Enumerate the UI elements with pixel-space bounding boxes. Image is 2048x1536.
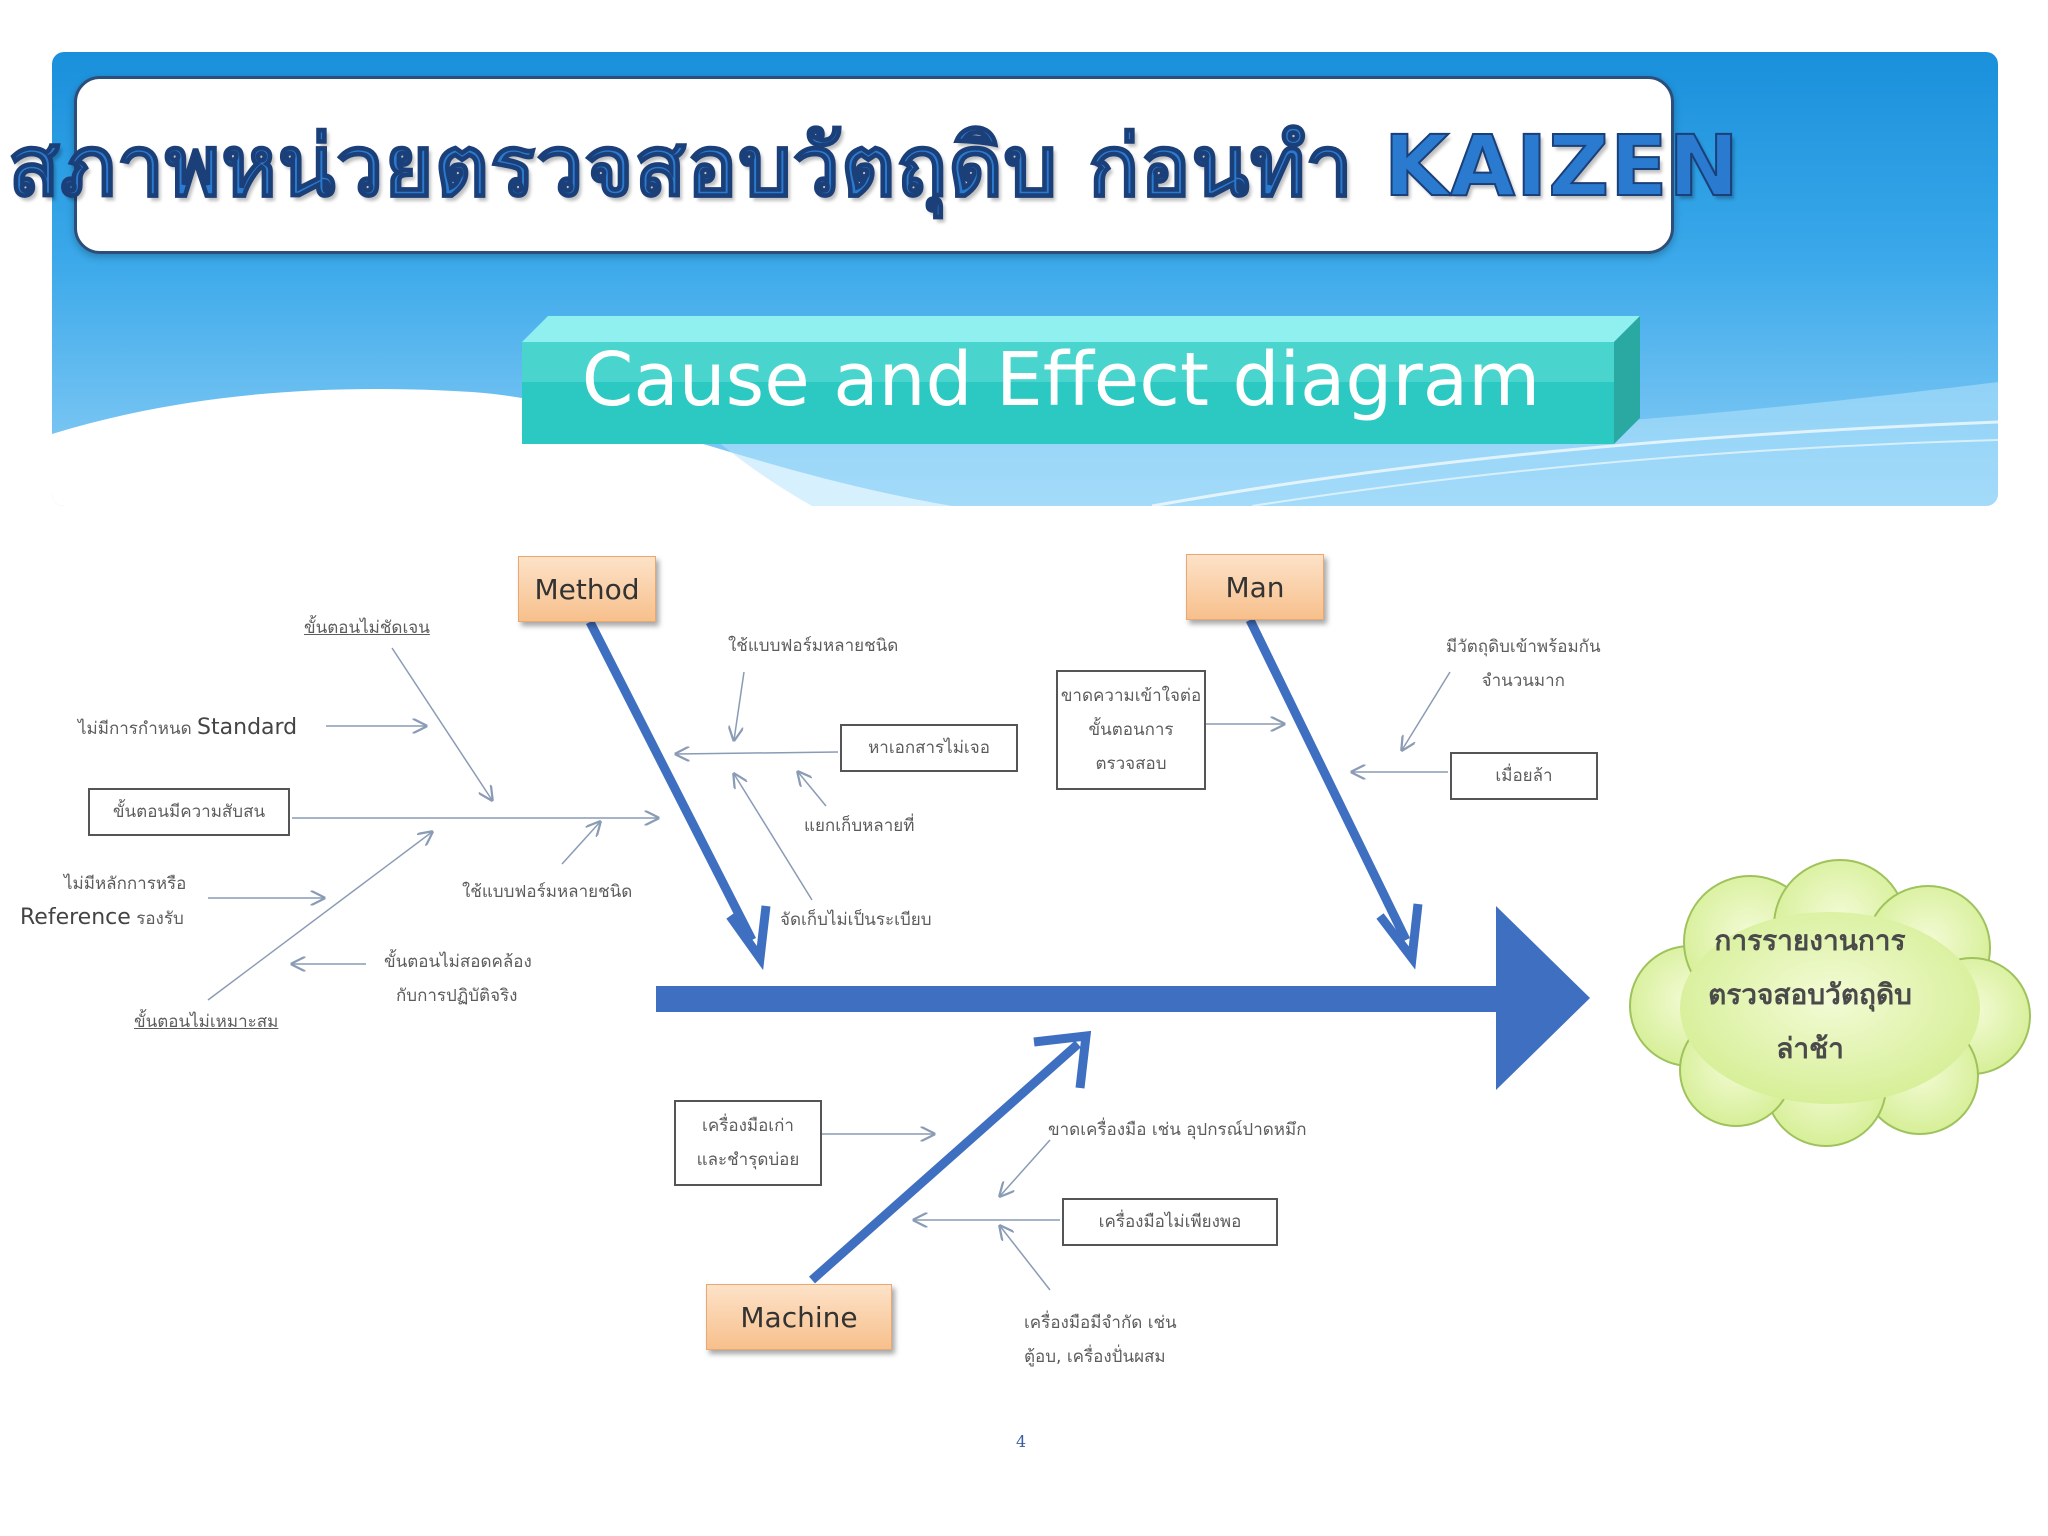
- man-cause-line: ขั้นตอนการ: [1088, 720, 1174, 740]
- subtitle-banner: [522, 316, 1640, 444]
- machine-cause-line: เครื่องมือมีจำกัด เช่น: [1024, 1313, 1177, 1333]
- method-cause-label: จัดเก็บไม่เป็นระเบียบ: [780, 910, 932, 930]
- method-cause-label: ใช้แบบฟอร์มหลายชนิด: [462, 882, 633, 902]
- method-cause-box: หาเอกสารไม่เจอ: [840, 724, 1018, 772]
- method-cause-label: ไม่มีหลักการหรือ: [64, 874, 187, 894]
- spine-arrow: [656, 986, 1496, 1012]
- method-cause-label: ไม่มีการกำหนด Standard: [78, 712, 297, 745]
- machine-cause-box: เครื่องมือไม่เพียงพอ: [1062, 1198, 1278, 1246]
- effect-line: การรายงานการ: [1714, 924, 1906, 957]
- effect-cloud: [1629, 859, 2031, 1147]
- effect-label: การรายงานการ ตรวจสอบวัตถุดิบ ล่าช้า: [1660, 914, 1960, 1076]
- category-man: Man: [1186, 554, 1324, 620]
- man-cause-line: ตรวจสอบ: [1095, 754, 1167, 774]
- man-bone: [1245, 618, 1411, 942]
- machine-cause-box: เครื่องมือเก่า และชำรุดบ่อย: [674, 1100, 822, 1186]
- title-box: สภาพหน่วยตรวจสอบวัตถุดิบ ก่อนทำ KAIZEN: [7, 76, 1740, 254]
- method-cause-label: ขั้นตอนไม่ชัดเจน: [304, 618, 430, 638]
- category-machine: Machine: [706, 1284, 892, 1350]
- machine-cause-label: ขาดเครื่องมือ เช่น อุปกรณ์ปาดหมึก: [1048, 1120, 1307, 1140]
- category-method: Method: [518, 556, 656, 622]
- machine-bone: [809, 1040, 1081, 1284]
- spine-arrow-head: [1496, 906, 1590, 1090]
- method-cause-keyword: Standard: [197, 715, 298, 740]
- man-cause-box: เมื่อยล้า: [1450, 752, 1598, 800]
- method-cause-label: Reference รองรับ: [20, 902, 184, 935]
- machine-cause-line: เครื่องมือเก่า: [702, 1116, 794, 1136]
- man-cause-line: ขาดความเข้าใจต่อ: [1060, 686, 1202, 706]
- method-cause-keyword: Reference: [20, 905, 131, 930]
- method-cause-label: ขั้นตอนไม่เหมาะสม: [134, 1012, 279, 1032]
- method-cause-label: แยกเก็บหลายที่: [804, 816, 915, 836]
- method-cause-label: ขั้นตอนไม่สอดคล้อง: [384, 952, 532, 972]
- effect-line: ล่าช้า: [1776, 1032, 1844, 1065]
- page-number: 4: [1016, 1432, 1027, 1451]
- man-cause-line: จำนวนมาก: [1481, 671, 1565, 691]
- header-wave: [52, 382, 1998, 506]
- method-cause-label: กับการปฏิบัติจริง: [396, 986, 518, 1006]
- method-cause-text: ไม่มีการกำหนด: [78, 719, 192, 739]
- man-cause-line: มีวัตถุดิบเข้าพร้อมกัน: [1446, 637, 1601, 657]
- machine-cause-line: และชำรุดบ่อย: [696, 1150, 800, 1170]
- slide-subtitle: Cause and Effect diagram: [581, 337, 1541, 423]
- method-bone: [585, 619, 757, 943]
- slide-title: สภาพหน่วยตรวจสอบวัตถุดิบ ก่อนทำ KAIZEN: [7, 116, 1740, 216]
- man-cause-box: ขาดความเข้าใจต่อ ขั้นตอนการ ตรวจสอบ: [1056, 670, 1206, 790]
- machine-cause-label: เครื่องมือมีจำกัด เช่น ตู้อบ, เครื่องปั่…: [1024, 1306, 1177, 1374]
- method-cause-text: รองรับ: [136, 909, 184, 929]
- machine-cause-line: ตู้อบ, เครื่องปั่นผสม: [1024, 1347, 1166, 1367]
- effect-line: ตรวจสอบวัตถุดิบ: [1708, 978, 1912, 1011]
- method-cause-box: ขั้นตอนมีความสับสน: [88, 788, 290, 836]
- method-cause-label: ใช้แบบฟอร์มหลายชนิด: [728, 636, 899, 656]
- man-cause-label: มีวัตถุดิบเข้าพร้อมกัน จำนวนมาก: [1446, 630, 1601, 698]
